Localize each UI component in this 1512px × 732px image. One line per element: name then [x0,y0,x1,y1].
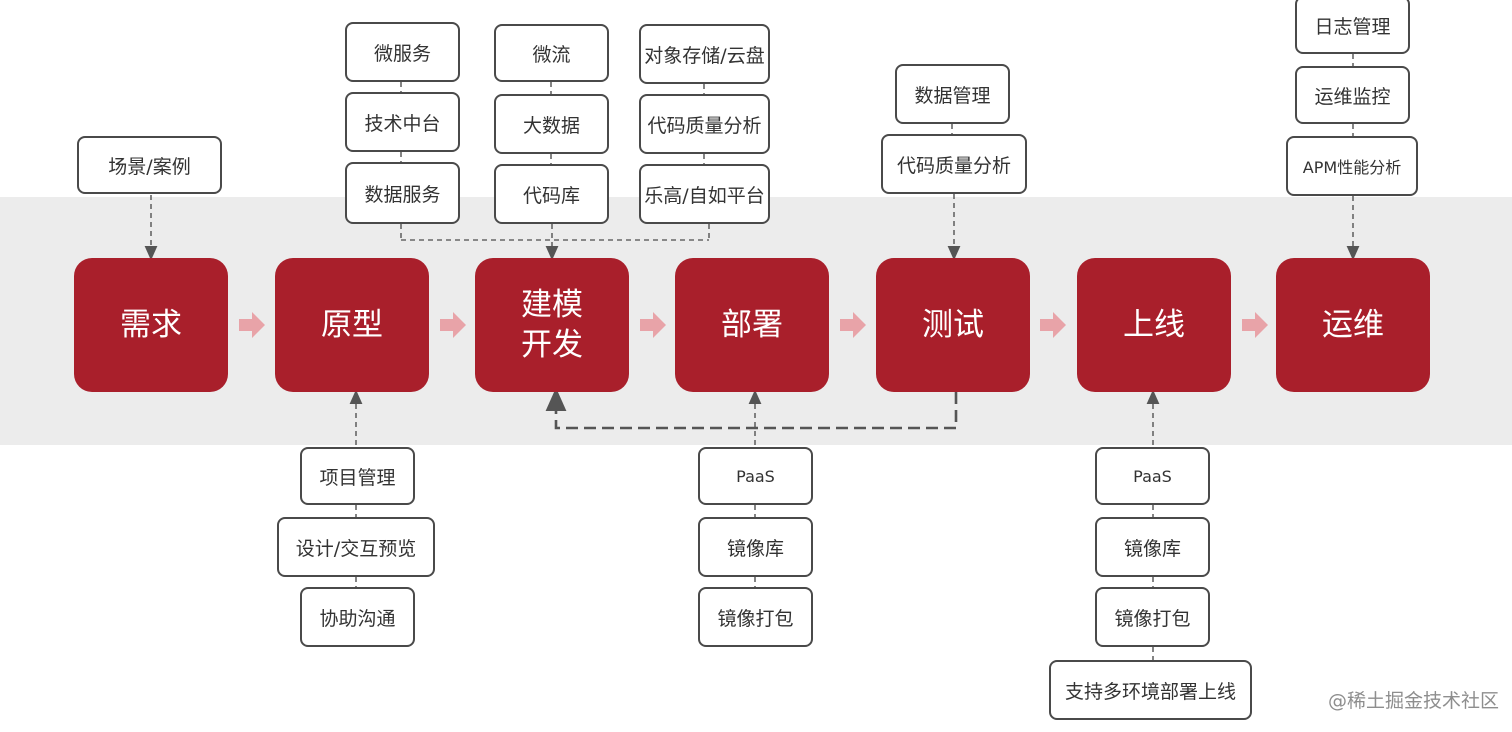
deploy-tool-box: 镜像打包 [698,587,813,647]
launch-tool-box: PaaS [1095,447,1210,505]
dev-resource-box: 代码质量分析 [639,94,770,154]
dev-resource-box: 乐高/自如平台 [639,164,770,224]
stage-ops-label: 运维 [1322,307,1384,343]
stage-launch: 上线 [1077,258,1231,392]
test-tool-box: 数据管理 [895,64,1010,124]
stage-deploy: 部署 [675,258,829,392]
stage-deploy-label: 部署 [721,307,783,343]
stage-requirement: 需求 [74,258,228,392]
dev-resource-box: 微服务 [345,22,460,82]
flow-arrow-icon [239,312,265,338]
stage-modeling-dev: 建模 开发 [475,258,629,392]
dev-resource-box: 代码库 [494,164,609,224]
flow-arrow-icon [1040,312,1066,338]
stage-test: 测试 [876,258,1030,392]
ops-tool-box: 日志管理 [1295,0,1410,54]
prototype-tool-box: 项目管理 [300,447,415,505]
stage-prototype-label: 原型 [321,307,383,343]
stage-requirement-label: 需求 [120,307,182,343]
prototype-tool-box: 协助沟通 [300,587,415,647]
flow-arrow-icon [640,312,666,338]
stage-ops: 运维 [1276,258,1430,392]
launch-tool-box: 镜像打包 [1095,587,1210,647]
stage-dev-label-line2: 开发 [521,327,583,363]
flow-arrow-icon [1242,312,1268,338]
stage-test-label: 测试 [922,307,984,343]
requirement-input-box: 场景/案例 [77,136,222,194]
stage-prototype: 原型 [275,258,429,392]
dev-resource-box: 微流 [494,24,609,82]
flow-arrow-icon [840,312,866,338]
deploy-tool-box: PaaS [698,447,813,505]
prototype-tool-box: 设计/交互预览 [277,517,435,577]
dev-resource-box: 数据服务 [345,162,460,224]
flow-arrow-icon [440,312,466,338]
ops-tool-box: APM性能分析 [1286,136,1418,196]
deploy-tool-box: 镜像库 [698,517,813,577]
ops-tool-box: 运维监控 [1295,66,1410,124]
stage-launch-label: 上线 [1123,307,1185,343]
connector-test-feedback-to-dev [545,387,958,430]
dev-resource-box: 对象存储/云盘 [639,24,770,84]
launch-tool-box: 支持多环境部署上线 [1049,660,1252,720]
test-tool-box: 代码质量分析 [881,134,1027,194]
stage-dev-label-line1: 建模 [521,287,583,323]
launch-tool-box: 镜像库 [1095,517,1210,577]
dev-resource-box: 技术中台 [345,92,460,152]
dev-resource-box: 大数据 [494,94,609,154]
watermark: @稀土掘金技术社区 [1328,690,1500,712]
